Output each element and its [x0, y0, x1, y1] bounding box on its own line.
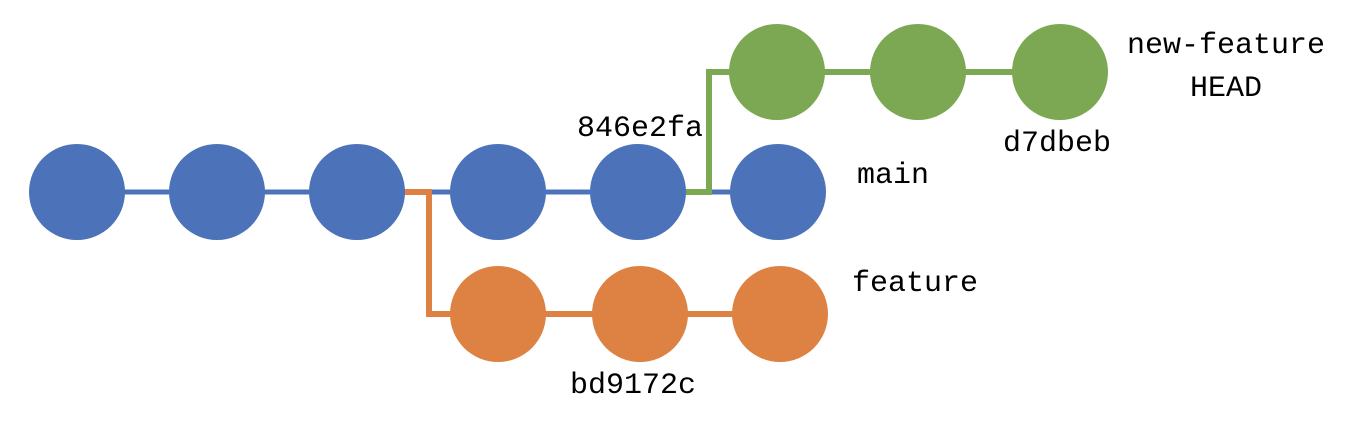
commit-node-new-feature-1	[729, 24, 825, 120]
commit-hash-label-d7dbeb: d7dbeb	[1003, 127, 1112, 161]
commit-node-feature-1	[450, 266, 546, 362]
commit-node-main-3	[309, 144, 405, 240]
commit-node-main-6	[730, 144, 826, 240]
commit-node-new-feature-2	[870, 24, 966, 120]
commit-node-main-5	[590, 144, 686, 240]
commit-node-feature-3	[732, 266, 828, 362]
commit-node-main-1	[29, 144, 125, 240]
commit-hash-label-846e2fa: 846e2fa	[577, 112, 704, 146]
commit-node-main-4	[450, 144, 546, 240]
branch-ref-label-main: main	[857, 159, 930, 193]
branch-ref-label-feature: feature	[852, 267, 979, 301]
branch-ref-label-new-feature: new-feature	[1127, 29, 1326, 63]
commit-node-new-feature-3	[1012, 24, 1108, 120]
commit-node-feature-2	[592, 266, 688, 362]
head-ref-label: HEAD	[1190, 72, 1263, 106]
commit-hash-label-bd9172c: bd9172c	[570, 369, 697, 403]
commit-node-main-2	[169, 144, 265, 240]
